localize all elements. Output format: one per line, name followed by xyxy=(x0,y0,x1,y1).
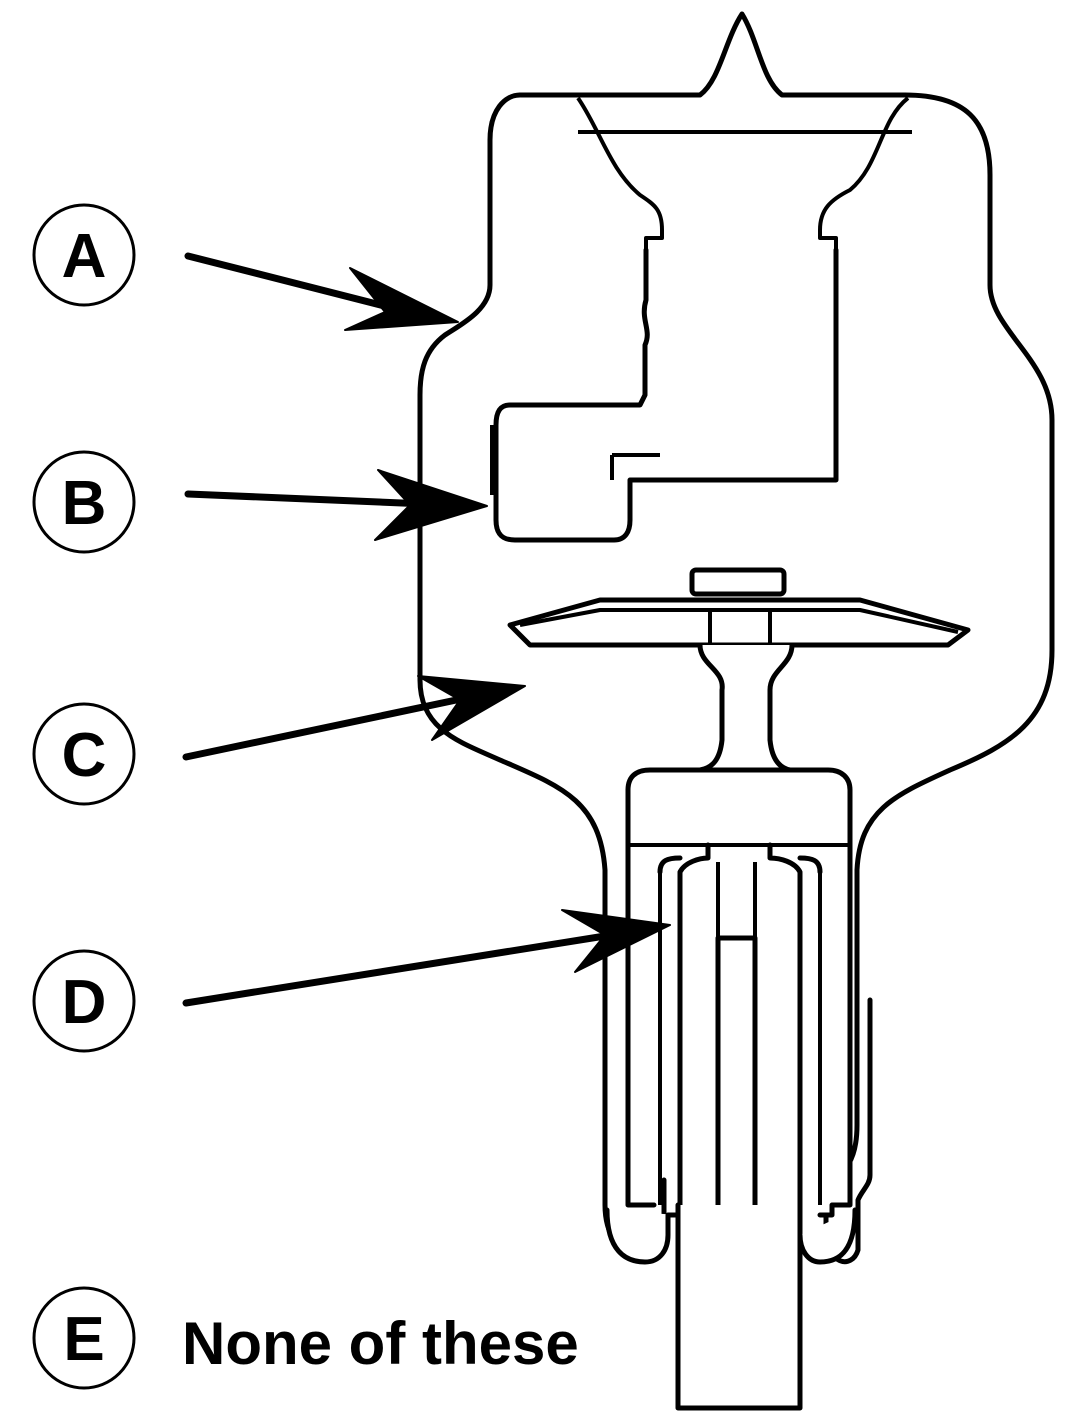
option-c-letter: C xyxy=(62,721,107,790)
option-a-label[interactable]: A xyxy=(32,203,136,307)
option-e-text: None of these xyxy=(182,1310,579,1377)
arrow-d xyxy=(182,909,671,1007)
option-d-letter: D xyxy=(62,968,107,1037)
rotor-housing xyxy=(625,767,853,1386)
arrow-b xyxy=(184,469,488,541)
arrow-a xyxy=(184,252,459,331)
tube-base xyxy=(604,1202,858,1411)
option-b-letter: B xyxy=(62,469,107,538)
option-d-label[interactable]: D xyxy=(32,949,136,1053)
option-a-letter: A xyxy=(62,222,107,291)
option-c-label[interactable]: C xyxy=(32,702,136,806)
arrow-c xyxy=(182,675,526,761)
cathode-assembly xyxy=(490,247,839,543)
option-e-label[interactable]: E None of these xyxy=(32,1286,579,1390)
option-b-label[interactable]: B xyxy=(32,450,136,554)
option-e-letter: E xyxy=(63,1305,104,1374)
